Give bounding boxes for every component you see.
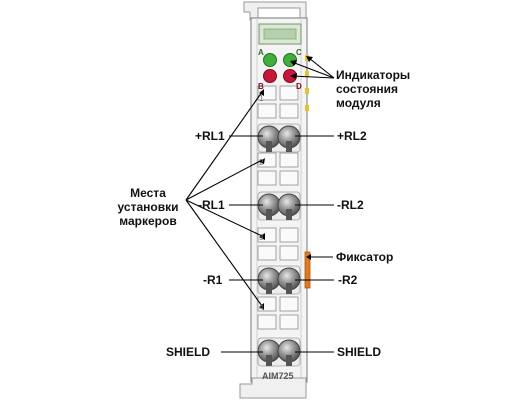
r2-minus-label: -R2	[338, 273, 358, 287]
markers-line-3: маркеров	[119, 214, 177, 228]
indicators-label: Индикаторы состояния модуля	[336, 68, 410, 110]
markers-line-1: Места	[130, 186, 166, 200]
arrow-heads	[259, 56, 313, 310]
indicators-line-1: Индикаторы	[336, 68, 411, 82]
indicators-line-3: модуля	[336, 96, 381, 110]
model-label: AIM725	[262, 371, 294, 381]
terminal-pair-r-minus	[257, 265, 301, 295]
marker-number-2: 2	[259, 158, 264, 167]
led-letter-d: D	[296, 82, 302, 91]
led-letter-a: A	[258, 48, 264, 57]
rl2-minus-label: -RL2	[337, 198, 364, 212]
marker-number-3: 3	[259, 233, 264, 242]
top-rail-clip	[243, 1, 307, 21]
led-letter-c: C	[296, 48, 302, 57]
leader-lines	[185, 57, 335, 353]
rl1-minus-label: -RL1	[198, 198, 225, 212]
marker-slot-4	[257, 296, 299, 330]
terminal-pair-shield	[257, 337, 301, 367]
rl1-plus-label: +RL1	[195, 129, 225, 143]
indicators-line-2: состояния	[336, 82, 399, 96]
rl2-plus-label: +RL2	[337, 129, 367, 143]
terminal-pair-rl-minus	[257, 191, 301, 221]
marker-number-4: 4	[259, 303, 264, 312]
led-b-icon	[263, 69, 277, 83]
marker-slot-1	[257, 85, 299, 119]
latch-icon	[304, 251, 311, 289]
markers-line-2: установки	[117, 200, 179, 214]
terminal-pair-rl-plus	[257, 123, 301, 153]
markers-label: Места установки маркеров	[110, 186, 186, 228]
r1-minus-label: -R1	[203, 273, 223, 287]
led-letter-b: B	[258, 82, 264, 91]
latch-label: Фиксатор	[336, 250, 394, 264]
bottom-rail-clip	[239, 377, 307, 399]
marker-slot-2	[257, 152, 299, 186]
led-a-icon	[263, 53, 277, 67]
marker-number-1: 1	[259, 94, 264, 103]
shield-left-label: SHIELD	[166, 345, 211, 359]
shield-right-label: SHIELD	[337, 345, 382, 359]
